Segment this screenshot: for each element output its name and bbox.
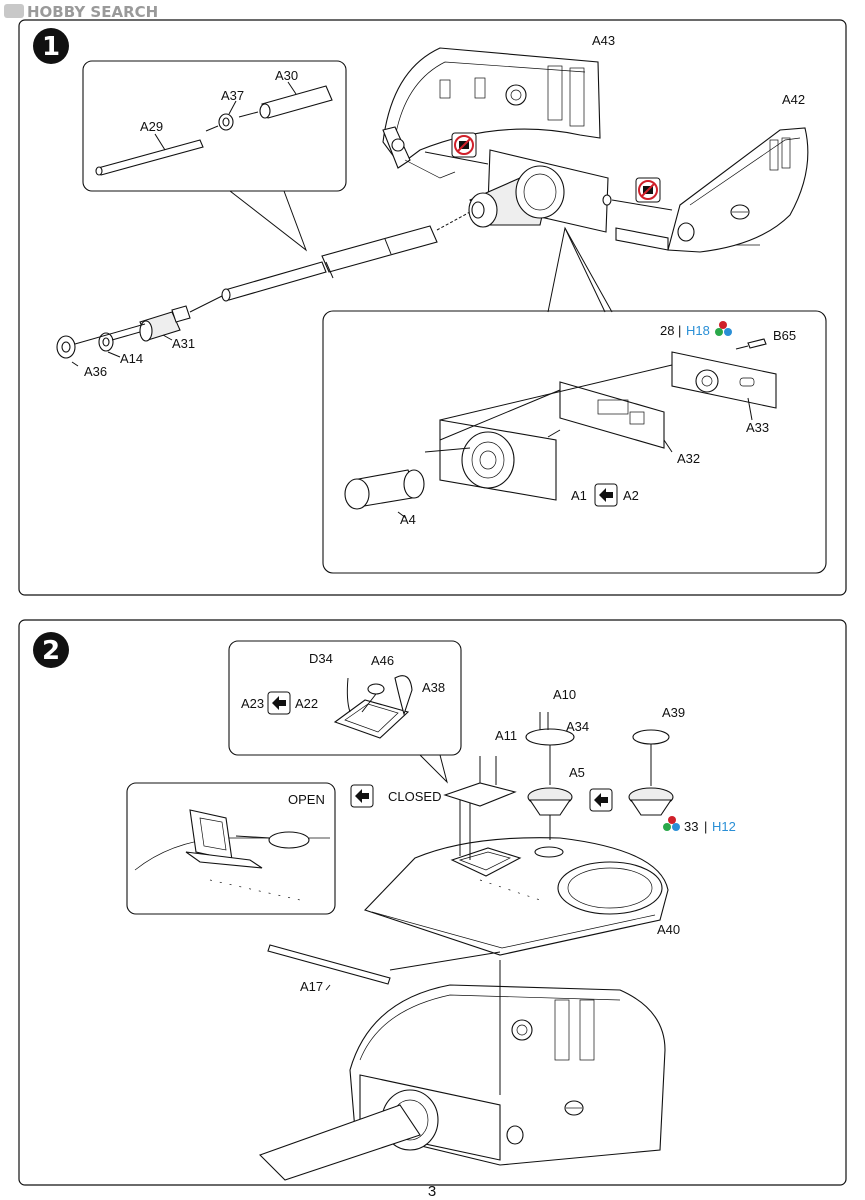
- label-a31: A31: [172, 336, 195, 351]
- label-a36: A36: [84, 364, 107, 379]
- label-a34: A34: [566, 719, 589, 734]
- label-a4: A4: [400, 512, 416, 527]
- alternative-arrow-icon: [589, 788, 613, 812]
- watermark-text: HOBBY SEARCH: [27, 3, 158, 21]
- label-a40: A40: [657, 922, 680, 937]
- label-a1: A1: [571, 488, 587, 503]
- mantlet-assembly: [424, 149, 673, 313]
- step1-badge: 1: [33, 28, 69, 64]
- turret-body: [258, 960, 666, 1181]
- hatch-detail-callout: [228, 640, 462, 784]
- paint-number: 28: [660, 323, 674, 338]
- label-a46: A46: [371, 653, 394, 668]
- label-a22: A22: [295, 696, 318, 711]
- label-a23: A23: [241, 696, 264, 711]
- mantlet-detail-callout: [322, 226, 827, 574]
- label-a11: A11: [495, 728, 517, 743]
- label-a5: A5: [569, 765, 585, 780]
- label-a33: A33: [746, 420, 769, 435]
- paint-color-dots-icon: [663, 816, 680, 831]
- label-a10: A10: [553, 687, 576, 702]
- turret-front-a42: [615, 127, 809, 253]
- label-a17: A17: [300, 979, 323, 994]
- paint-number: 33: [684, 819, 698, 834]
- step2-panel: [18, 619, 847, 1186]
- step1-number: 1: [42, 32, 60, 62]
- muzzle-detail-callout: [82, 60, 347, 252]
- turret-roof-a40: [364, 837, 669, 956]
- part-a17: [267, 944, 501, 991]
- label-b65: B65: [773, 328, 796, 343]
- label-a42: A42: [782, 92, 805, 107]
- turret-rear-a43: [382, 47, 601, 179]
- label-a14: A14: [120, 351, 143, 366]
- label-closed: CLOSED: [388, 789, 441, 804]
- roof-parts: [443, 712, 674, 860]
- no-glue-icon: [635, 177, 661, 203]
- label-a2: A2: [623, 488, 639, 503]
- label-a32: A32: [677, 451, 700, 466]
- step2-badge: 2: [33, 632, 69, 668]
- alternative-arrow-icon: [267, 691, 291, 715]
- label-open: OPEN: [288, 792, 325, 807]
- label-a38: A38: [422, 680, 445, 695]
- no-glue-icon: [451, 132, 477, 158]
- paint-separator: |: [704, 819, 707, 834]
- step2-number: 2: [42, 636, 60, 666]
- paint-separator: |: [678, 323, 681, 338]
- page-number: 3: [428, 1183, 436, 1200]
- label-a37: A37: [221, 88, 244, 103]
- label-a30: A30: [275, 68, 298, 83]
- open-hatch-detail: [126, 782, 336, 915]
- label-a43: A43: [592, 33, 615, 48]
- alternative-arrow-icon: [594, 483, 618, 507]
- gun-barrel: [221, 211, 471, 302]
- paint-code: H12: [712, 819, 736, 834]
- muzzle-parts: [56, 295, 223, 367]
- paint-color-dots-icon: [715, 321, 732, 336]
- step1-panel: [18, 19, 847, 596]
- label-d34: D34: [309, 651, 333, 666]
- alternative-arrow-icon: [350, 784, 374, 808]
- watermark: HOBBY SEARCH: [4, 3, 158, 21]
- paint-code: H18: [686, 323, 710, 338]
- label-a39: A39: [662, 705, 685, 720]
- label-a29: A29: [140, 119, 163, 134]
